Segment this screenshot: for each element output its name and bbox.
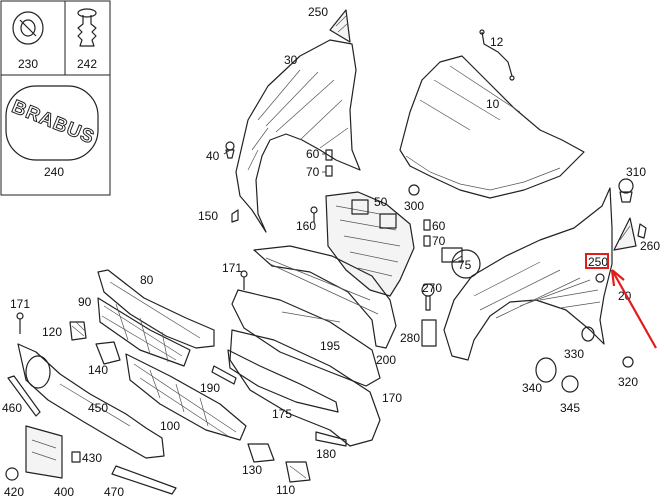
label-100: 100 [160, 419, 180, 433]
part-10-hood: 10 [399, 55, 585, 199]
part-195-strip: 195 [231, 289, 381, 387]
label-230: 230 [18, 57, 38, 71]
part-345: 345 [560, 375, 580, 415]
part-60-70-upper: 60 70 [306, 147, 333, 179]
part-100-lower-grille: 100 [125, 353, 247, 441]
label-250-top: 250 [308, 5, 328, 19]
washer-icon [12, 11, 44, 45]
part-320: 320 [618, 356, 638, 389]
part-200-bracket: 200 [253, 245, 397, 367]
inset-230: 230 [0, 0, 66, 76]
part-171-left: 171 [10, 297, 30, 334]
label-450: 450 [88, 401, 108, 415]
part-420: 420 [4, 467, 24, 499]
part-175-bumper-lower: 175 [227, 349, 339, 421]
label-280: 280 [400, 331, 420, 345]
label-470: 470 [104, 485, 124, 499]
part-120: 120 [42, 321, 87, 341]
part-170-bumper-cover: 170 [229, 329, 402, 447]
part-340: 340 [522, 357, 557, 395]
label-175: 175 [272, 407, 292, 421]
label-12: 12 [490, 35, 504, 49]
label-90: 90 [78, 295, 92, 309]
part-60-70-lower: 60 70 [423, 219, 446, 248]
part-260: 260 [637, 223, 660, 253]
label-150: 150 [198, 209, 218, 223]
label-242: 242 [77, 57, 97, 71]
part-90-grille: 90 [78, 295, 191, 367]
label-430: 430 [82, 451, 102, 465]
label-130: 130 [242, 463, 262, 477]
label-120: 120 [42, 325, 62, 339]
part-130: 130 [242, 443, 275, 477]
label-30: 30 [284, 53, 298, 67]
part-12-cable: 12 [479, 29, 515, 81]
label-40: 40 [206, 149, 220, 163]
part-400-plate: 400 [25, 425, 74, 499]
arrow-pointer [610, 269, 657, 349]
label-140: 140 [88, 363, 108, 377]
label-10: 10 [486, 97, 500, 111]
label-160: 160 [296, 219, 316, 233]
part-80-trim: 80 [97, 269, 215, 349]
part-300: 300 [404, 184, 424, 213]
part-171-upper: 171 [222, 261, 248, 290]
part-150: 150 [198, 209, 239, 223]
label-300: 300 [404, 199, 424, 213]
part-50-support: 50 [325, 191, 415, 297]
clip-icon [77, 8, 97, 47]
label-200: 200 [376, 353, 396, 367]
part-190: 190 [200, 365, 237, 395]
part-310: 310 [618, 165, 646, 203]
label-310: 310 [626, 165, 646, 179]
label-60-lower: 60 [432, 219, 446, 233]
label-240: 240 [44, 165, 64, 179]
label-60-upper: 60 [306, 147, 320, 161]
part-430: 430 [71, 451, 102, 465]
part-460: 460 [2, 375, 41, 417]
label-400: 400 [54, 485, 74, 499]
inset-242: 242 [64, 0, 111, 76]
part-250-bracket: 250 [308, 5, 351, 43]
label-330: 330 [564, 347, 584, 361]
label-70-lower: 70 [432, 234, 446, 248]
label-250-highlight: 250 [585, 253, 609, 269]
label-180: 180 [316, 447, 336, 461]
label-270: 270 [422, 281, 442, 295]
label-75: 75 [458, 258, 472, 272]
label-80: 80 [140, 273, 154, 287]
part-160: 160 [296, 206, 318, 233]
label-171-upper: 171 [222, 261, 242, 275]
part-450-bumper-frame: 450 [17, 343, 165, 459]
label-70-upper: 70 [306, 165, 320, 179]
part-40-screw: 40 [206, 141, 235, 163]
label-50: 50 [374, 195, 388, 209]
part-20-right-fender: 20 [443, 187, 632, 361]
label-110: 110 [276, 483, 295, 497]
part-110: 110 [276, 461, 311, 497]
part-250-bracket-right [613, 217, 637, 251]
part-470: 470 [104, 465, 177, 499]
part-270: 270 [421, 281, 442, 311]
part-180: 180 [315, 431, 347, 461]
label-250-right: 250 [588, 255, 608, 269]
part-280: 280 [400, 319, 437, 347]
label-190: 190 [200, 381, 220, 395]
label-340: 340 [522, 381, 542, 395]
part-330: 330 [564, 326, 595, 361]
label-171-left: 171 [10, 297, 30, 311]
label-320: 320 [618, 375, 638, 389]
label-460: 460 [2, 401, 22, 415]
label-195: 195 [320, 339, 340, 353]
label-345: 345 [560, 401, 580, 415]
label-260: 260 [640, 239, 660, 253]
part-140: 140 [88, 341, 121, 377]
inset-240: BRABUS 240 [0, 74, 111, 196]
label-420: 420 [4, 485, 24, 499]
part-30-left-fender: 30 [235, 39, 361, 233]
callout-75: 75 [441, 247, 481, 279]
label-170: 170 [382, 391, 402, 405]
